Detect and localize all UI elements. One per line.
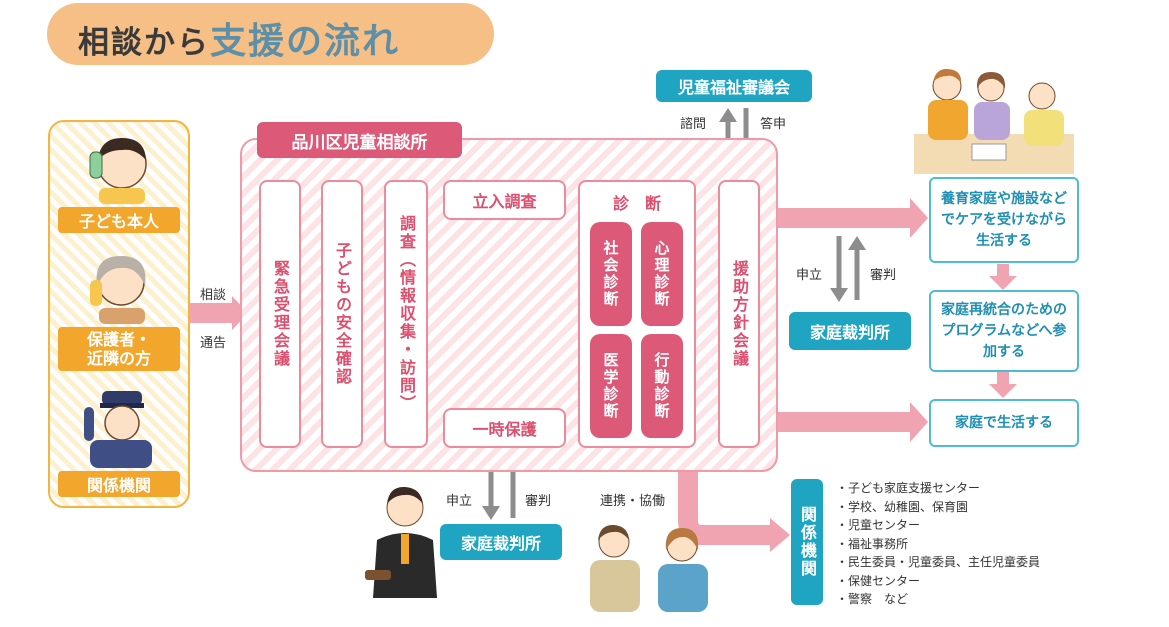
arrow-to-related-head — [770, 518, 790, 552]
title-banner — [47, 3, 494, 65]
family-court-right: 家庭裁判所 — [789, 312, 911, 350]
label-court-ruling: 審判 — [870, 268, 897, 283]
police-illustration — [84, 391, 152, 468]
label-inquiry: 諮問 — [680, 117, 707, 132]
diagnosis-title: 診 断 — [612, 194, 661, 213]
list-item: 民生委員・児童委員、主任児童委員 — [836, 553, 1040, 572]
child-illustration — [89, 138, 147, 204]
label-bottom-ruling: 審判 — [525, 494, 552, 509]
label-bottom-apply: 申立 — [446, 494, 473, 509]
label-cooperation: 連携・協働 — [600, 494, 666, 509]
diagnosis-social: 社会診断 — [590, 222, 632, 326]
outcome-reunification-program: 家庭再統合のためのプログラムなどへ参加する — [929, 290, 1079, 372]
source-agencies: 関係機関 — [58, 471, 180, 497]
arrow-to-outcome-1 — [760, 198, 928, 238]
related-agencies-list: 子ども家庭支援センター 学校、幼稚園、保育園 児童センター 福祉事務所 民生委員… — [836, 479, 1040, 609]
label-notify: 通告 — [200, 336, 227, 351]
list-item: 保健センター — [836, 572, 1040, 591]
label-court-apply: 申立 — [796, 268, 823, 283]
arrow-outcome-2-3 — [989, 372, 1017, 398]
step-onsite-investigation: 立入調査 — [443, 180, 566, 220]
list-item: 警察 など — [836, 590, 1040, 609]
source-child: 子ども本人 — [58, 207, 180, 233]
label-report: 答申 — [760, 117, 787, 132]
diagnosis-psychological: 心理診断 — [641, 222, 683, 326]
list-item: 児童センター — [836, 516, 1040, 535]
step-temp-protection: 一時保護 — [443, 408, 566, 448]
page-title: 相談から支援の流れ — [78, 21, 401, 62]
step-investigation: 調査（情報収集・訪問） — [384, 180, 428, 448]
source-guardian: 保護者・近隣の方 — [58, 327, 180, 371]
step-safety-check: 子どもの安全確認 — [321, 180, 363, 448]
outcome-foster-care: 養育家庭や施設などでケアを受けながら生活する — [929, 177, 1079, 263]
arrow-to-outcome-3 — [760, 402, 928, 442]
step-policy-meeting: 援助方針会議 — [718, 180, 760, 448]
center-name: 品川区児童相談所 — [257, 122, 462, 158]
diagnosis-medical: 医学診断 — [590, 334, 632, 438]
list-item: 福祉事務所 — [836, 535, 1040, 554]
label-consult: 相談 — [200, 288, 227, 303]
outcome-live-at-home: 家庭で生活する — [929, 399, 1079, 447]
child-welfare-council: 児童福祉審議会 — [656, 70, 812, 102]
arrow-outcome-1-2 — [989, 264, 1017, 290]
cooperation-illustration — [590, 524, 708, 612]
diagnosis-behavioral: 行動診断 — [641, 334, 683, 438]
judge-illustration — [365, 486, 437, 598]
guardian-illustration — [90, 256, 146, 324]
family-illustration — [914, 68, 1074, 174]
family-court-bottom: 家庭裁判所 — [440, 524, 562, 560]
related-agencies-title: 関係機関 — [791, 479, 823, 605]
inflow-arrow — [190, 296, 248, 330]
list-item: 学校、幼稚園、保育園 — [836, 498, 1040, 517]
step-emergency-meeting: 緊急受理会議 — [259, 180, 301, 448]
list-item: 子ども家庭支援センター — [836, 479, 1040, 498]
